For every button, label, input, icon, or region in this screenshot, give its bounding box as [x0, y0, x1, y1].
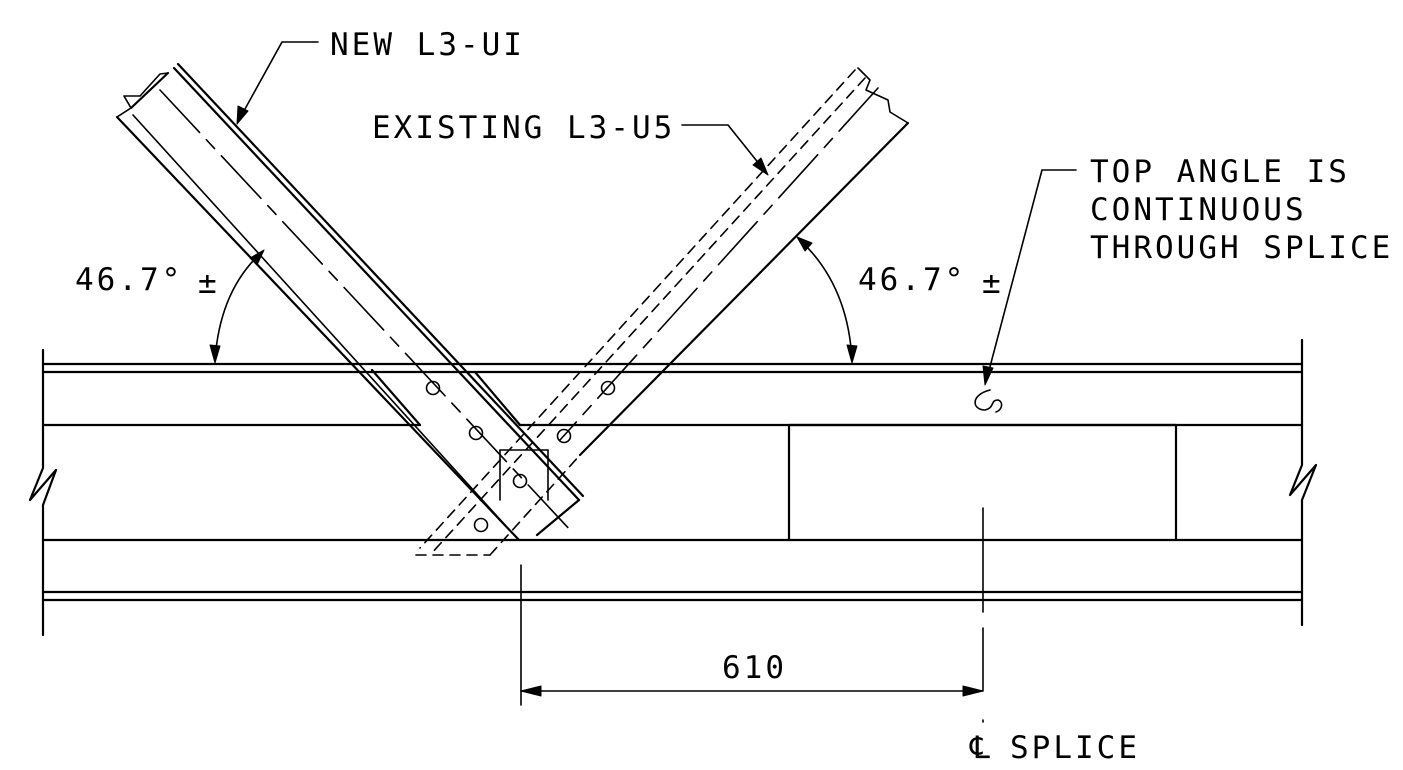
label-existing-member: EXISTING L3-U5 [372, 110, 675, 146]
top-chord [41, 362, 1304, 427]
label-splice: SPLICE [1010, 730, 1140, 766]
bolt [556, 428, 572, 444]
plus-minus-right: ± [982, 265, 1004, 301]
label-dimension: 610 [722, 650, 787, 686]
bolt [425, 380, 441, 396]
bolt [468, 425, 484, 441]
left-angle-arc [209, 249, 265, 364]
leader-new-member [236, 41, 319, 125]
label-top-angle-line1: TOP ANGLE IS [1090, 154, 1350, 190]
left-break-line [28, 348, 58, 637]
label-angle-right: 46.7° [858, 262, 966, 298]
label-new-member: NEW L3-UI [330, 27, 525, 63]
new-diagonal-member [115, 62, 585, 542]
leader-existing-member [681, 124, 769, 176]
label-top-angle-line2: CONTINUOUS [1090, 192, 1307, 228]
bottom-chord [41, 538, 1304, 602]
label-angle-left: 46.7° [75, 262, 183, 298]
bolt-group [425, 380, 616, 533]
bolt [600, 380, 616, 396]
continuity-symbol [974, 389, 1003, 413]
right-angle-arc [796, 236, 858, 364]
bolt [473, 517, 489, 533]
label-top-angle-line3: THROUGH SPLICE [1090, 230, 1393, 266]
splice-plate [787, 423, 1178, 542]
splice-centerline-symbol: ℄ [969, 730, 993, 766]
plus-minus-left: ± [198, 265, 220, 301]
dimension-610 [520, 564, 984, 706]
existing-diagonal-member [415, 67, 910, 556]
bolt [512, 473, 528, 489]
leader-top-angle [982, 169, 1077, 386]
right-break-line [1288, 338, 1318, 627]
